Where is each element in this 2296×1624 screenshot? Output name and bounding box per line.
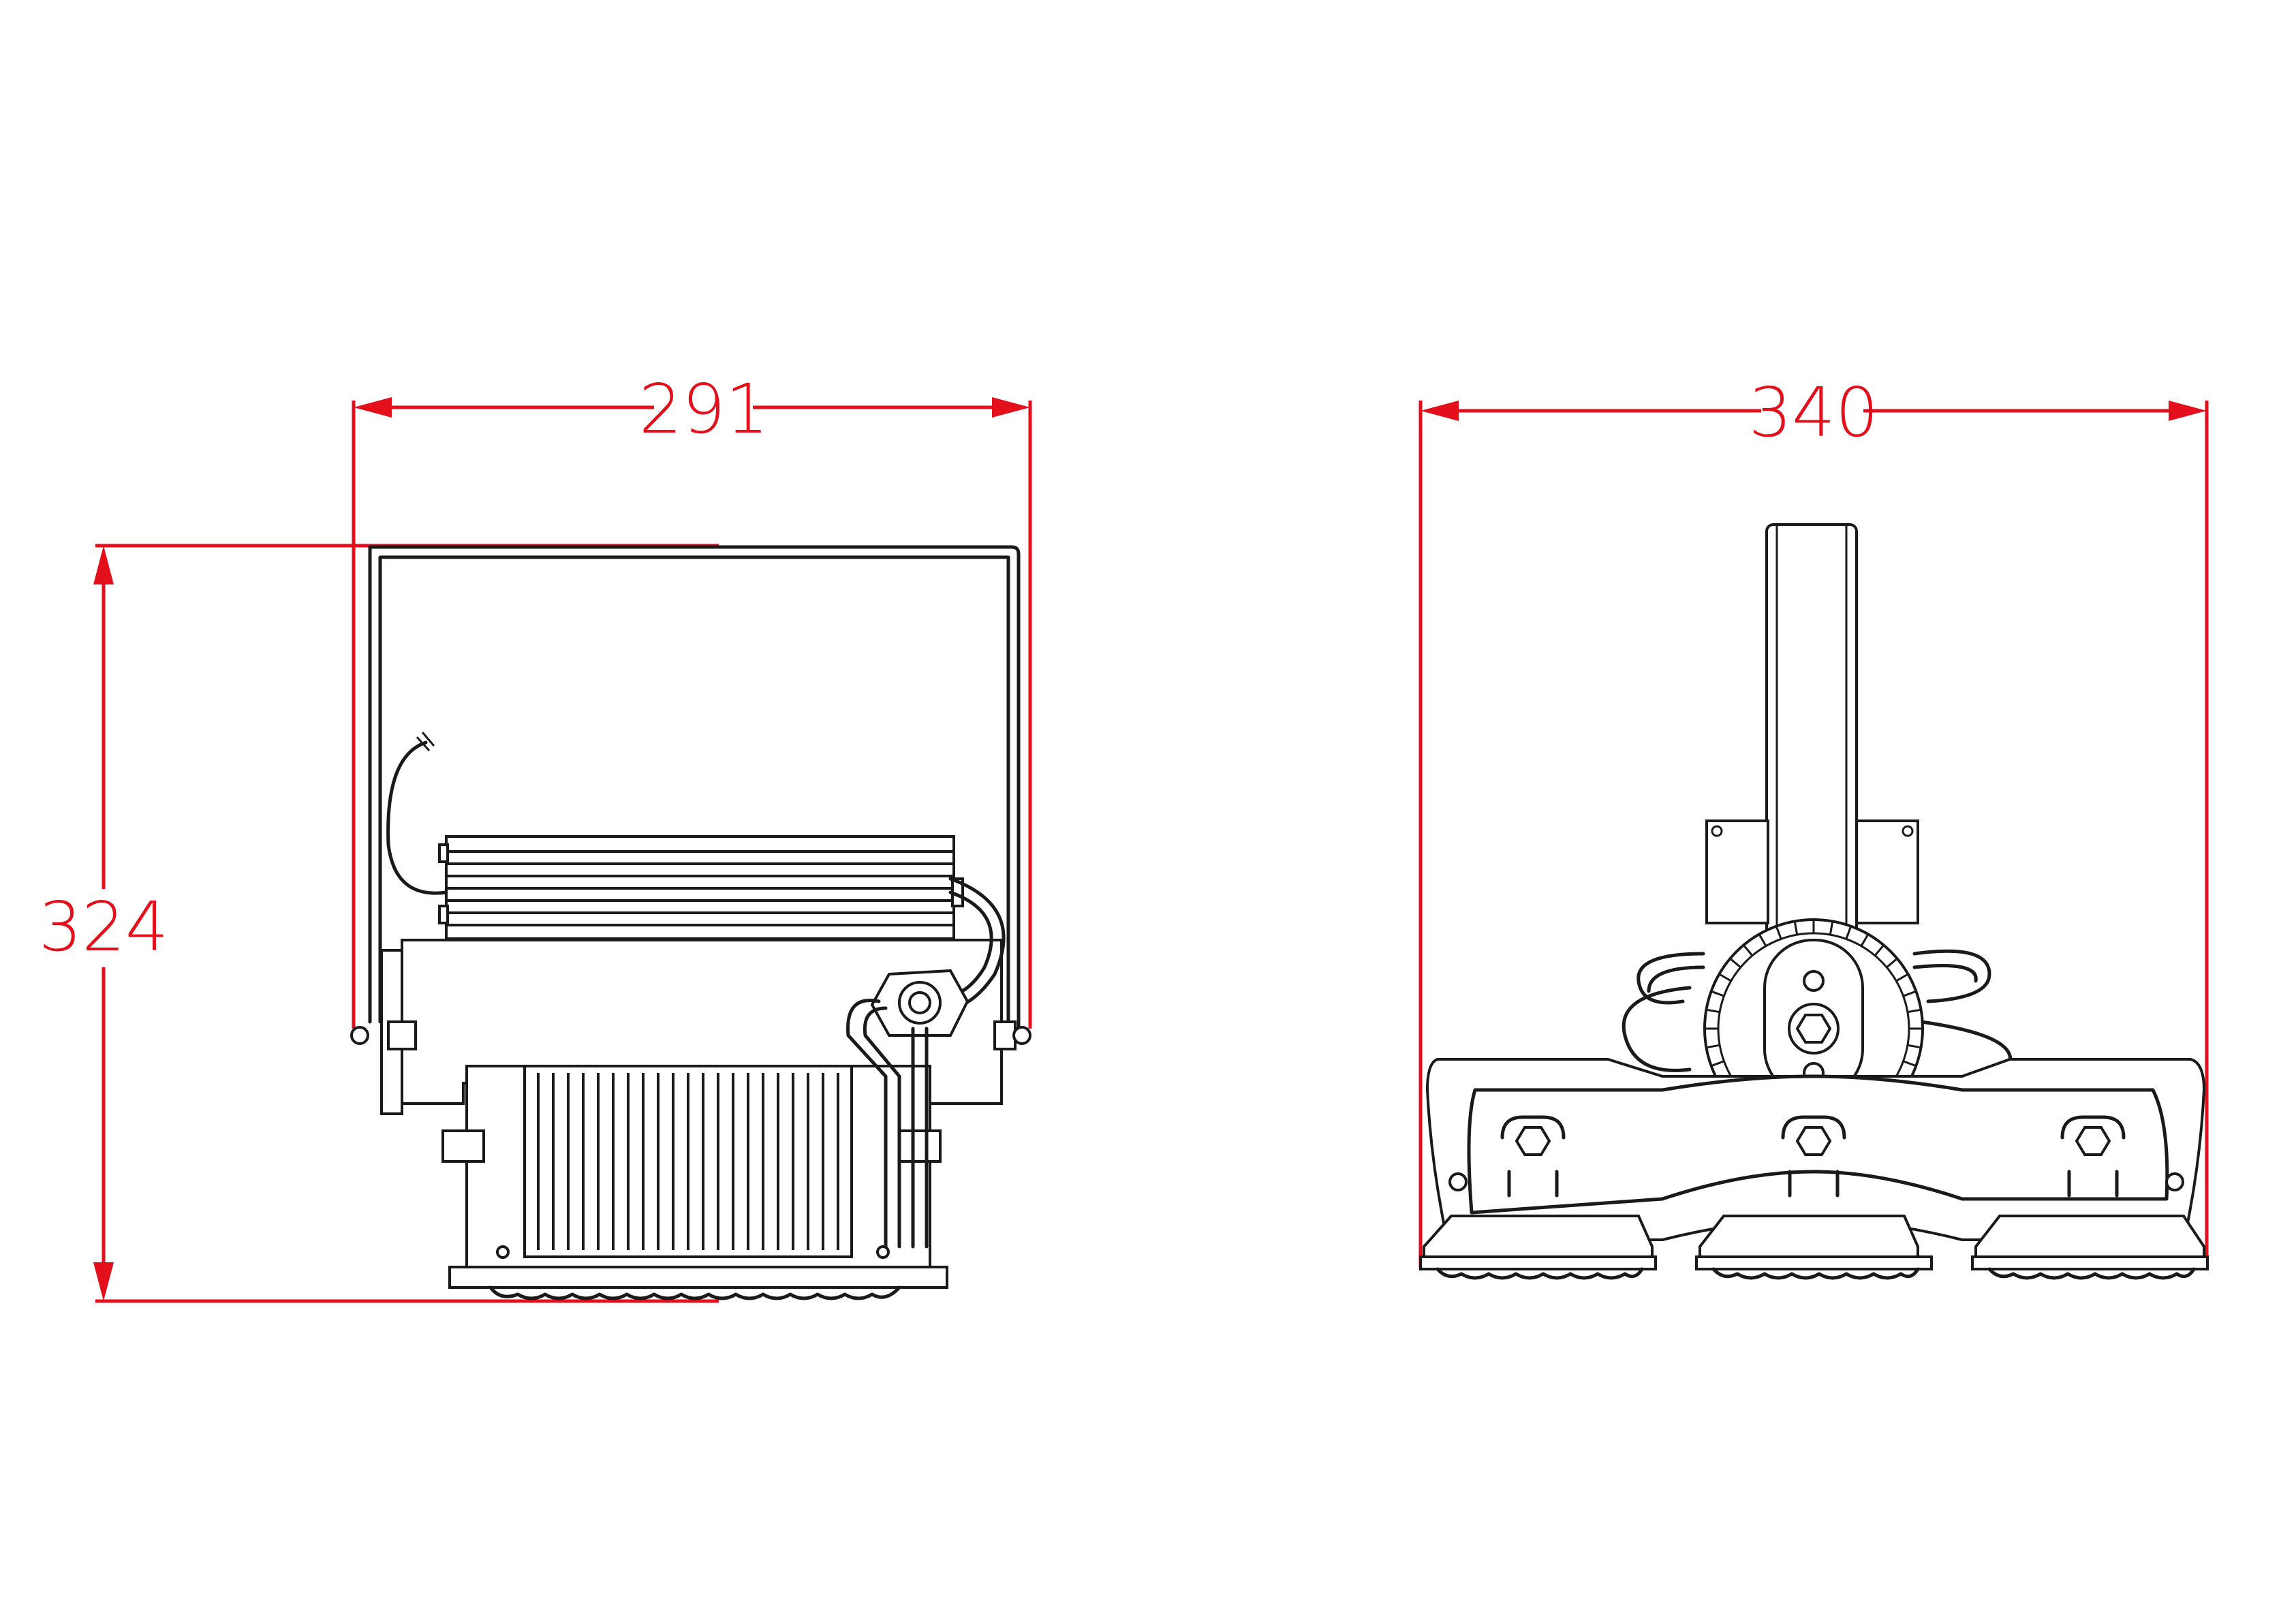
bracket-slot-center — [1781, 1115, 1846, 1198]
side-width-label: 291 — [639, 369, 769, 449]
front-cable-right — [1912, 949, 2013, 1065]
mounting-bracket — [368, 545, 1021, 1037]
cable — [386, 740, 448, 895]
lamp-module-center — [1695, 1215, 1933, 1280]
dimension-side-width: 291 — [352, 369, 1032, 1029]
front-cable-left — [1622, 952, 1705, 1072]
driver-box-right — [1855, 819, 1919, 924]
front-view — [1419, 523, 2209, 1280]
cable-gland — [846, 877, 1006, 1249]
lamp-body — [441, 1065, 948, 1300]
side-height-label: 324 — [39, 887, 169, 967]
front-width-label: 340 — [1749, 373, 1879, 452]
lamp-module-right — [1971, 1215, 2209, 1280]
bracket-slot-left — [1500, 1115, 1566, 1198]
driver-box-left — [1705, 819, 1769, 924]
bracket-slot-right — [2060, 1115, 2126, 1198]
dimension-front-width: 340 — [1418, 373, 2209, 1267]
driver-box — [438, 835, 964, 940]
side-view — [350, 545, 1031, 1300]
lamp-module-left — [1419, 1215, 1657, 1280]
